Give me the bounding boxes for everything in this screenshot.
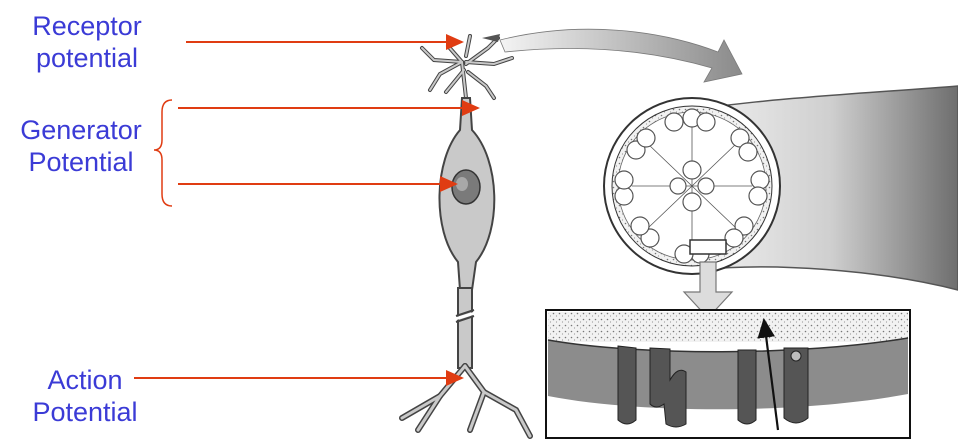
cilium-magnified <box>604 86 958 290</box>
curved-arrow-icon <box>500 29 742 82</box>
label-arrows <box>134 42 478 378</box>
generator-bracket <box>154 100 172 206</box>
receptor-cell <box>402 34 530 436</box>
membrane-inset <box>546 310 910 438</box>
